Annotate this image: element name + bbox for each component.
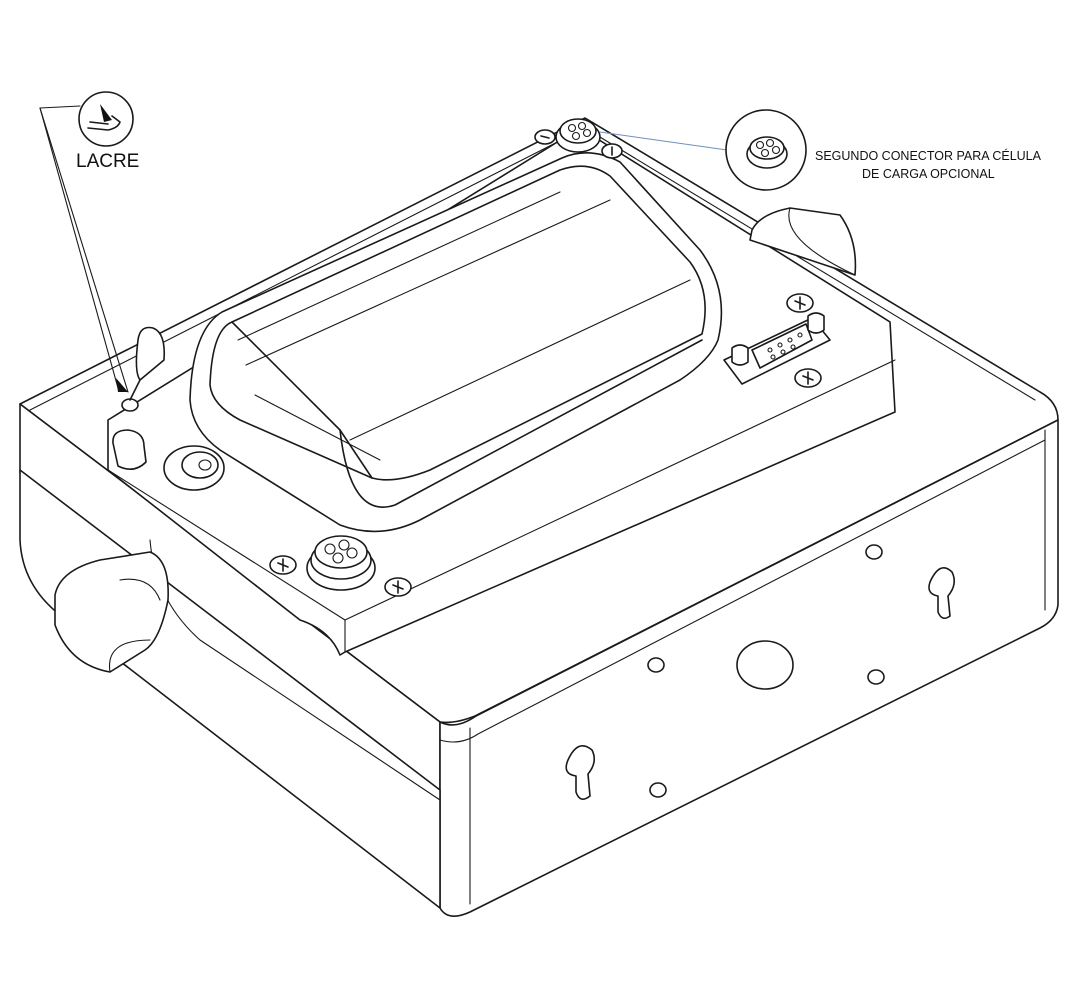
second-connector: [555, 118, 601, 153]
seal-pin: [112, 326, 166, 470]
screw-icon: [794, 368, 822, 388]
screw-icon: [384, 577, 412, 597]
db9-connector-icon: [723, 312, 831, 385]
lacre-callout: LACRE: [39, 91, 139, 393]
display-cover: [189, 152, 723, 533]
connector-icon: [746, 136, 788, 169]
connector-label-line2: DE CARGA OPCIONAL: [862, 167, 995, 181]
bracket-right: [749, 207, 857, 276]
connector-callout: SEGUNDO CONECTOR PARA CÉLULA DE CARGA OP…: [599, 109, 1042, 191]
bracket-left: [54, 551, 169, 673]
cable-gland: [163, 445, 225, 491]
screw-icon: [269, 555, 297, 575]
screws: [269, 129, 822, 597]
connector-label-line1: SEGUNDO CONECTOR PARA CÉLULA: [815, 148, 1042, 163]
main-load-cell-connector: [306, 535, 376, 591]
lacre-label: LACRE: [76, 151, 139, 172]
keyhole-slot-icon: [565, 744, 596, 800]
seal-icon: [87, 104, 121, 131]
screw-icon: [534, 129, 556, 145]
keyhole-slot-icon: [928, 566, 956, 620]
screw-icon: [601, 143, 623, 159]
screw-icon: [786, 293, 814, 313]
front-face-holes: [565, 544, 956, 800]
